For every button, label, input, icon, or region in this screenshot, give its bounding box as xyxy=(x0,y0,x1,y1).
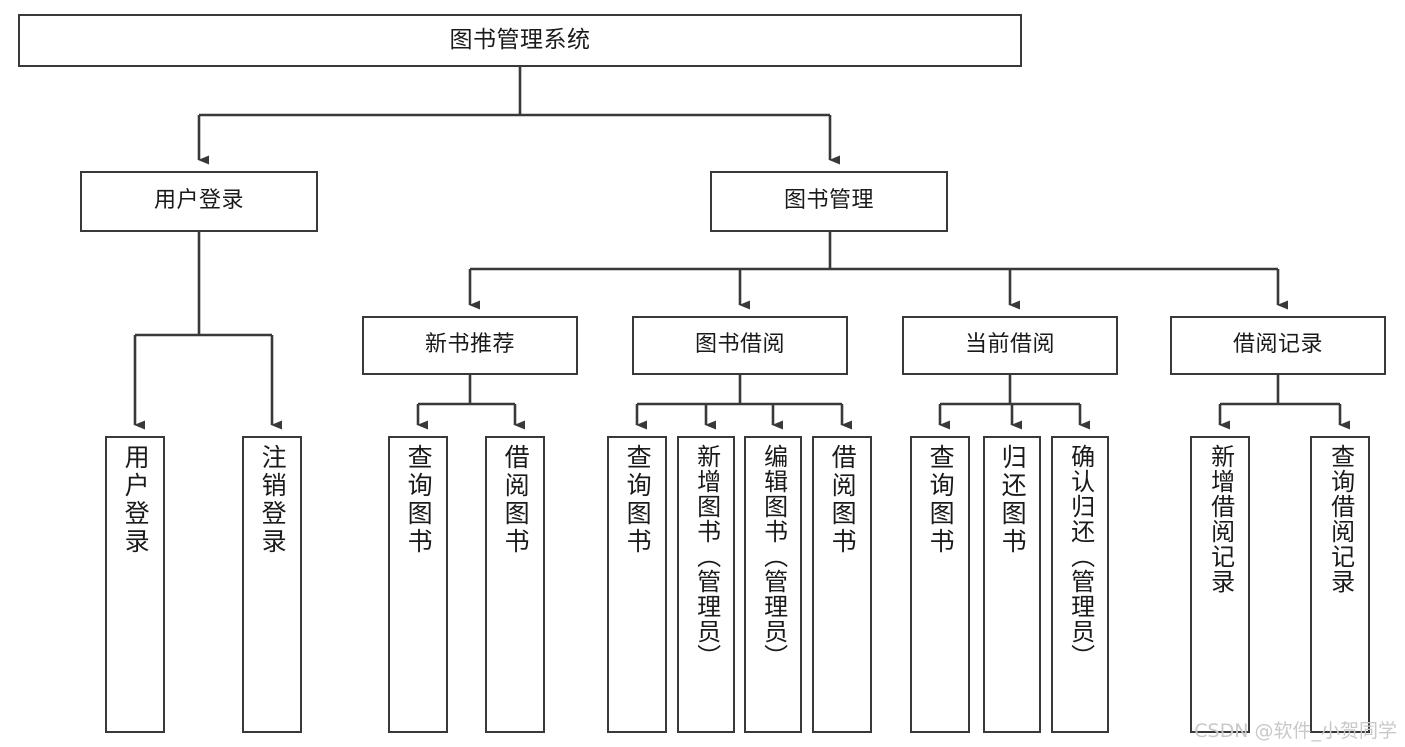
node-leaf-return-book[interactable]: 归还图书 xyxy=(983,436,1041,733)
node-current-borrow-label: 当前借阅 xyxy=(964,332,1055,358)
node-leaf-borrow-book-2-label: 借阅图书 xyxy=(828,444,858,556)
node-leaf-confirm-return-label: 确认归还（管理员） xyxy=(1066,444,1095,669)
node-leaf-return-book-label: 归还图书 xyxy=(998,444,1028,556)
node-leaf-logout-label: 注销登录 xyxy=(258,444,288,556)
node-root[interactable]: 图书管理系统 xyxy=(18,14,1022,67)
node-book-manage[interactable]: 图书管理 xyxy=(710,171,948,232)
node-book-manage-label: 图书管理 xyxy=(783,188,874,214)
node-new-book-recommend[interactable]: 新书推荐 xyxy=(362,316,578,375)
node-leaf-add-record-label: 新增借阅记录 xyxy=(1206,444,1235,594)
node-leaf-query-book-3[interactable]: 查询图书 xyxy=(910,436,970,733)
node-leaf-add-book-label: 新增图书（管理员） xyxy=(692,444,721,669)
node-leaf-query-book-2[interactable]: 查询图书 xyxy=(607,436,667,733)
node-new-book-recommend-label: 新书推荐 xyxy=(424,332,515,358)
node-borrow-record-label: 借阅记录 xyxy=(1232,332,1323,358)
node-leaf-query-book-2-label: 查询图书 xyxy=(623,444,653,556)
node-borrow-record[interactable]: 借阅记录 xyxy=(1170,316,1386,375)
node-leaf-add-record[interactable]: 新增借阅记录 xyxy=(1190,436,1250,733)
node-leaf-query-book-1[interactable]: 查询图书 xyxy=(388,436,448,733)
node-user-login-label: 用户登录 xyxy=(153,188,244,214)
node-leaf-query-book-1-label: 查询图书 xyxy=(404,444,434,556)
node-leaf-query-book-3-label: 查询图书 xyxy=(926,444,956,556)
node-leaf-query-record[interactable]: 查询借阅记录 xyxy=(1310,436,1370,733)
node-book-borrow[interactable]: 图书借阅 xyxy=(632,316,848,375)
node-leaf-edit-book-label: 编辑图书（管理员） xyxy=(759,444,788,669)
node-leaf-user-login-label: 用户登录 xyxy=(121,444,151,556)
node-root-label: 图书管理系统 xyxy=(449,26,591,53)
node-leaf-add-book[interactable]: 新增图书（管理员） xyxy=(677,436,735,733)
node-leaf-borrow-book-2[interactable]: 借阅图书 xyxy=(812,436,872,733)
node-leaf-borrow-book-1-label: 借阅图书 xyxy=(501,444,531,556)
watermark-text: CSDN @软件_小贺同学 xyxy=(1194,720,1397,742)
node-leaf-confirm-return[interactable]: 确认归还（管理员） xyxy=(1051,436,1109,733)
node-leaf-borrow-book-1[interactable]: 借阅图书 xyxy=(485,436,545,733)
node-current-borrow[interactable]: 当前借阅 xyxy=(902,316,1118,375)
node-leaf-edit-book[interactable]: 编辑图书（管理员） xyxy=(744,436,802,733)
node-user-login[interactable]: 用户登录 xyxy=(80,171,318,232)
node-leaf-user-login[interactable]: 用户登录 xyxy=(105,436,165,733)
node-leaf-query-record-label: 查询借阅记录 xyxy=(1326,444,1355,594)
node-book-borrow-label: 图书借阅 xyxy=(694,332,785,358)
node-leaf-logout[interactable]: 注销登录 xyxy=(242,436,302,733)
